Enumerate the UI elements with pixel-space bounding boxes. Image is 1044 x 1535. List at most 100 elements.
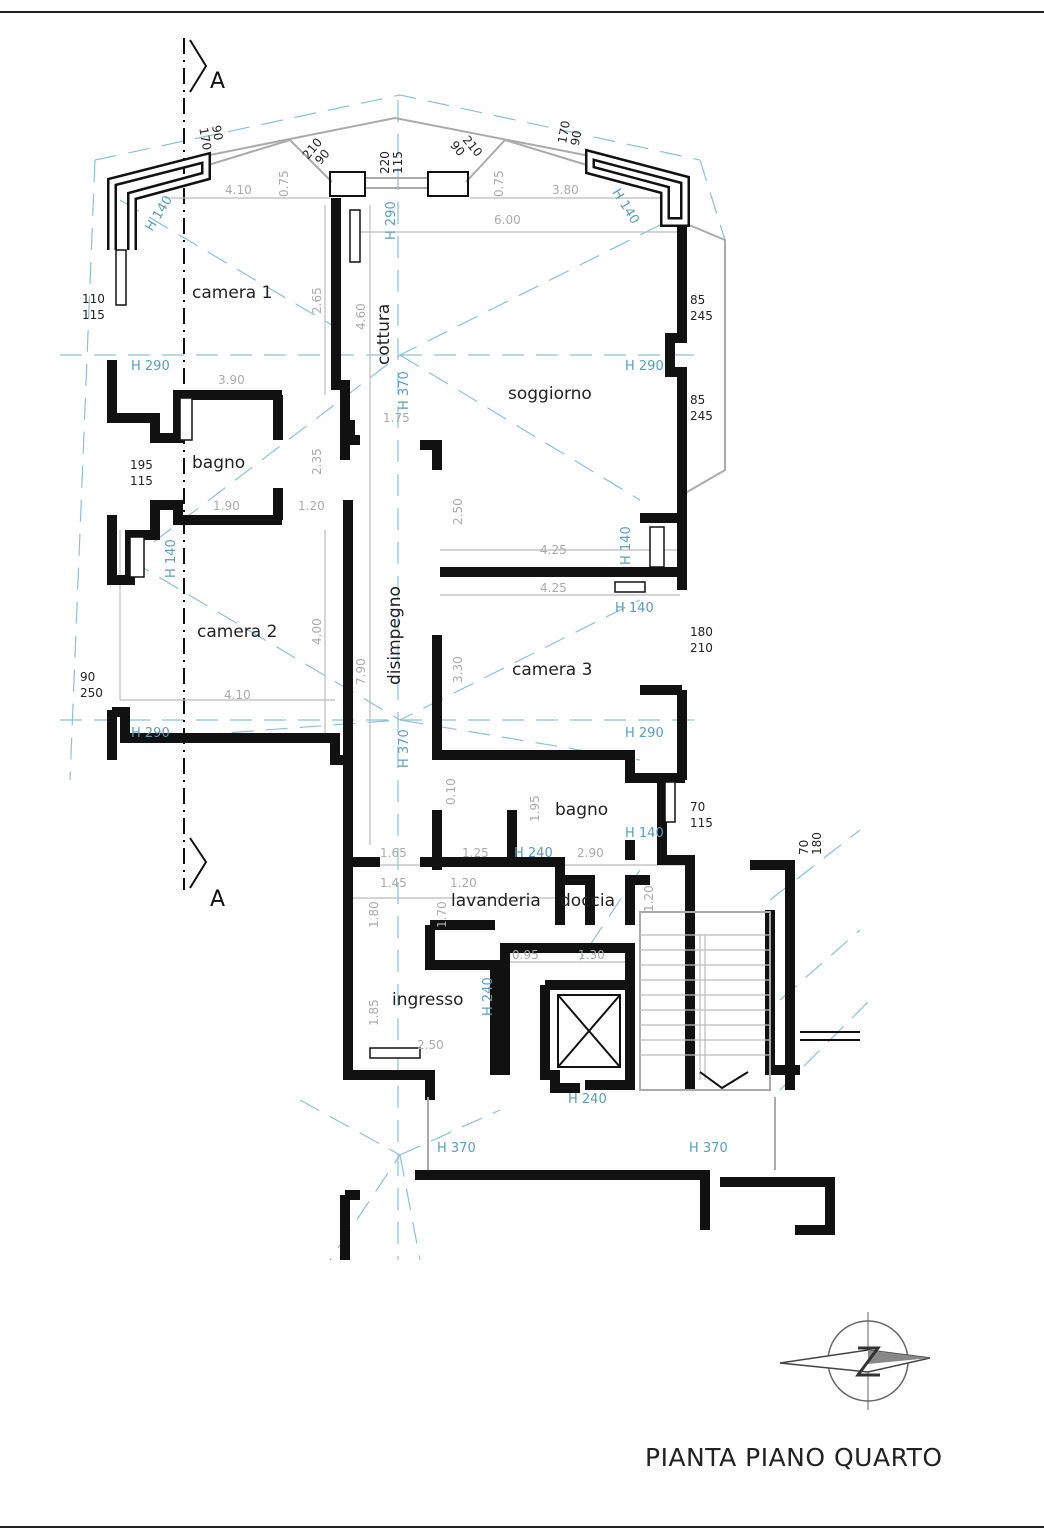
room-label: doccia xyxy=(560,891,615,911)
dimension-label: 1.20 xyxy=(450,876,477,890)
construction-lines xyxy=(60,94,871,1261)
svg-text:115: 115 xyxy=(130,474,153,488)
dimension-label: 2.90 xyxy=(577,846,604,860)
svg-text:115: 115 xyxy=(82,308,105,322)
svg-text:170: 170 xyxy=(555,120,573,145)
dimension-label: 3.80 xyxy=(552,183,579,197)
dimension-label: 2.50 xyxy=(451,498,465,525)
svg-text:115: 115 xyxy=(391,151,405,174)
dimension-label: 1.65 xyxy=(380,846,407,860)
dimension-label: 3.30 xyxy=(451,656,465,683)
svg-text:90: 90 xyxy=(568,129,584,146)
dimension-label: 0.75 xyxy=(492,170,506,197)
room-label: ingresso xyxy=(392,990,463,1010)
dimension-label: 4.25 xyxy=(540,543,567,557)
height-label: H 290 xyxy=(384,201,399,240)
bay-windows xyxy=(119,116,726,963)
walls xyxy=(107,148,835,1260)
height-label: H 140 xyxy=(619,526,634,565)
height-label: H 240 xyxy=(568,1092,607,1107)
height-label: H 140 xyxy=(615,601,654,616)
window-frame xyxy=(329,171,366,197)
dimension-label: 2.35 xyxy=(310,448,324,475)
height-label: H 370 xyxy=(689,1141,728,1156)
room-label: lavanderia xyxy=(451,891,541,911)
dimension-label: 1.75 xyxy=(383,411,410,425)
svg-text:85: 85 xyxy=(690,393,705,407)
room-label: disimpegno xyxy=(385,586,405,685)
svg-text:245: 245 xyxy=(690,309,713,323)
height-label: H 140 xyxy=(625,826,664,841)
section-label-top: A xyxy=(210,69,225,94)
dimension-label: 1.45 xyxy=(380,876,407,890)
svg-text:250: 250 xyxy=(80,686,103,700)
dimension-label: 1.30 xyxy=(578,948,605,962)
radiator-icon xyxy=(115,209,676,1059)
room-label: bagno xyxy=(555,800,608,820)
height-label: H 240 xyxy=(514,846,553,861)
room-label: soggiorno xyxy=(508,384,592,404)
ceiling-heights: H 140 H 290 H 140 H 290 H 290 H 370 H 14… xyxy=(131,186,728,1156)
height-label: H 140 xyxy=(609,186,642,227)
svg-text:70: 70 xyxy=(690,800,705,814)
dimensions: 4.10 0.75 3.80 0.75 6.00 2.65 4.60 3.90 … xyxy=(213,170,656,1052)
dimension-label: 3.90 xyxy=(218,373,245,387)
svg-text:245: 245 xyxy=(690,409,713,423)
svg-text:115: 115 xyxy=(690,816,713,830)
svg-text:85: 85 xyxy=(690,293,705,307)
dimension-label: 2.50 xyxy=(417,1038,444,1052)
height-label: H 140 xyxy=(143,193,176,234)
dimension-label: 1.95 xyxy=(528,795,542,822)
height-label: H 290 xyxy=(625,726,664,741)
svg-text:195: 195 xyxy=(130,458,153,472)
height-label: H 140 xyxy=(164,539,179,578)
room-label: cottura xyxy=(374,304,394,365)
svg-text:70: 70 xyxy=(797,840,811,855)
dimension-label: 4.10 xyxy=(225,183,252,197)
dimension-label: 2.65 xyxy=(310,287,324,314)
height-label: H 370 xyxy=(397,729,412,768)
height-label: H 240 xyxy=(481,977,496,1016)
window-frame xyxy=(427,171,469,197)
dimension-label: 0.75 xyxy=(277,170,291,197)
height-label: H 370 xyxy=(397,371,412,410)
north-arrow-icon xyxy=(779,1312,931,1410)
dimension-label: 1.70 xyxy=(435,901,449,928)
svg-text:110: 110 xyxy=(82,292,105,306)
svg-text:90: 90 xyxy=(209,124,225,141)
dimension-label: 4.60 xyxy=(354,303,368,330)
svg-text:210: 210 xyxy=(690,641,713,655)
elevator-icon xyxy=(557,994,621,1068)
height-label: H 290 xyxy=(625,359,664,374)
dimension-label: 7.90 xyxy=(354,658,368,685)
room-label: camera 2 xyxy=(197,622,277,642)
dimension-label: 6.00 xyxy=(494,213,521,227)
staircase-icon xyxy=(639,911,771,1091)
svg-text:90: 90 xyxy=(80,670,95,684)
dimension-label: 1.25 xyxy=(462,846,489,860)
dimension-label: 4.00 xyxy=(310,618,324,645)
svg-text:180: 180 xyxy=(810,832,824,855)
section-label-bottom: A xyxy=(210,887,225,912)
dimension-label: 0.10 xyxy=(444,778,458,805)
height-label: H 290 xyxy=(131,359,170,374)
dimension-label: 1.85 xyxy=(367,999,381,1026)
room-label: bagno xyxy=(192,453,245,473)
dimension-label: 1.80 xyxy=(367,901,381,928)
dimension-label: 1.20 xyxy=(642,885,656,912)
height-label: H 290 xyxy=(131,726,170,741)
